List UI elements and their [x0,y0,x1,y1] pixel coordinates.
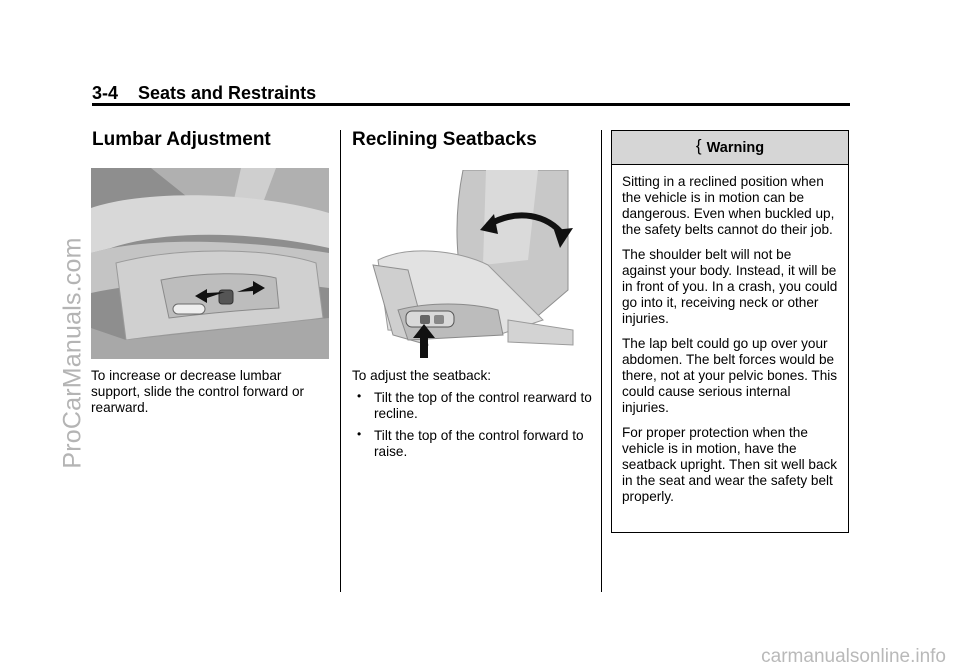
warning-header: { Warning [612,131,848,165]
reclining-instructions: To adjust the seatback: •Tilt the top of… [352,368,592,466]
warning-body: Sitting in a reclined position when the … [612,165,848,505]
warning-title: Warning [706,139,765,156]
page-number: 3-4 [92,83,119,103]
warning-box: { Warning Sitting in a reclined position… [611,130,849,533]
reclining-intro: To adjust the seatback: [352,368,492,383]
list-item: •Tilt the top of the control forward to … [357,427,584,459]
warning-paragraph: Sitting in a reclined position when the … [622,174,835,237]
recline-figure-svg [372,169,574,358]
warning-paragraph: The shoulder belt will not be against yo… [622,247,838,326]
list-item: •Tilt the top of the control rearward to… [357,389,592,421]
side-watermark: ProCarManuals.com [58,237,87,469]
warning-icon: { [695,135,702,155]
bottom-watermark: carmanualsonline.info [761,646,946,667]
reclining-steps: •Tilt the top of the control rearward to… [352,389,592,460]
page-header: 3-4 Seats and Restraints [92,82,850,104]
warning-paragraph: For proper protection when the vehicle i… [622,425,838,504]
lumbar-control-illustration [91,168,329,359]
header-rule [92,103,850,106]
bullet-icon: • [357,427,362,441]
lumbar-heading: Lumbar Adjustment [92,129,271,150]
section-title: Seats and Restraints [138,83,317,103]
bullet-icon: • [357,389,362,403]
column-divider-1 [340,130,341,592]
warning-paragraph: The lap belt could go up over your abdom… [622,336,838,415]
recline-control-illustration [368,169,578,360]
lumbar-description: To increase or decrease lumbar support, … [91,368,305,415]
lumbar-figure-svg [91,168,329,359]
reclining-heading: Reclining Seatbacks [352,129,537,150]
column-divider-2 [601,130,602,592]
